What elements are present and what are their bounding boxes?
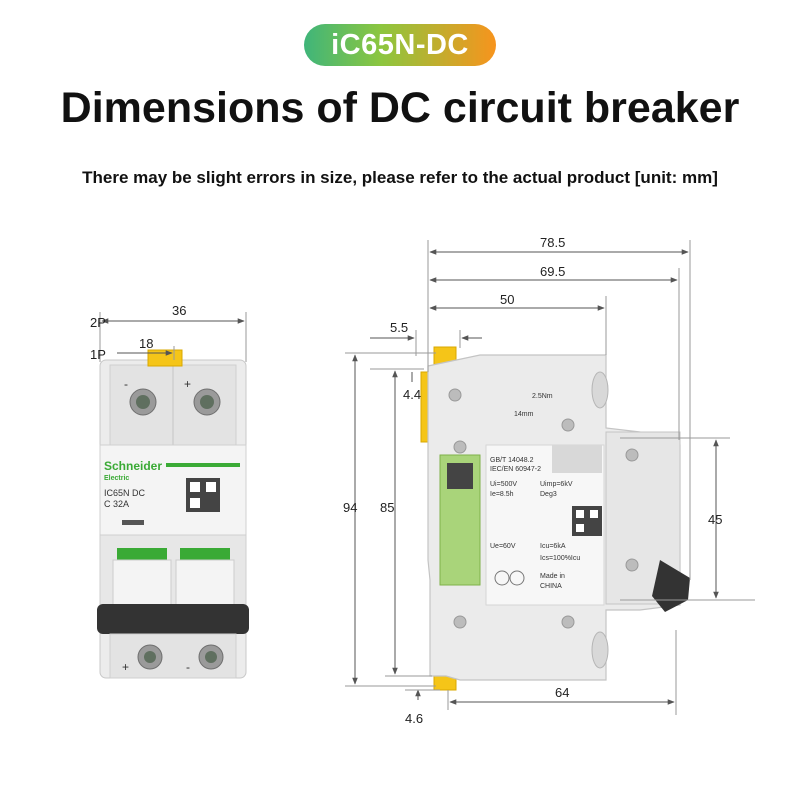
minus-sign: - bbox=[124, 377, 128, 391]
dim-2p-value: 36 bbox=[172, 303, 186, 318]
dim-offset: 5.5 bbox=[390, 320, 408, 335]
dim-top-offset: 4.4 bbox=[403, 387, 421, 402]
svg-text:Ie=8.5h: Ie=8.5h bbox=[490, 491, 514, 498]
dim-1p-label: 1P bbox=[90, 347, 106, 362]
side-qr-small bbox=[447, 463, 473, 489]
dim-total-height: 94 bbox=[343, 500, 357, 515]
dim-2p-label: 2P bbox=[90, 315, 106, 330]
side-view: 2.5Nm 14mm GB/T 14048.2 IEC/EN 60947-2 U… bbox=[343, 235, 755, 726]
dim-front-height: 45 bbox=[708, 512, 722, 527]
torque-label: 2.5Nm bbox=[532, 393, 553, 400]
svg-text:Deg3: Deg3 bbox=[540, 491, 557, 498]
model-label: IC65N DC bbox=[104, 488, 146, 498]
toggle-lever bbox=[97, 604, 249, 634]
strip-length-label: 14mm bbox=[514, 411, 534, 418]
svg-text:IEC/EN 60947-2: IEC/EN 60947-2 bbox=[490, 466, 541, 473]
svg-text:Made in: Made in bbox=[540, 573, 565, 580]
side-top-terminal bbox=[591, 371, 609, 409]
svg-text:+: + bbox=[122, 660, 129, 674]
side-bottom-terminal bbox=[591, 631, 609, 669]
svg-text:Ue=60V: Ue=60V bbox=[490, 543, 516, 550]
dim-total-depth: 78.5 bbox=[540, 235, 565, 250]
front-view: - + Schneider Electric IC65N DC C 32A + … bbox=[90, 303, 249, 679]
svg-text:CHINA: CHINA bbox=[540, 583, 562, 590]
status-window-left bbox=[117, 548, 167, 560]
brand-sub: Electric bbox=[104, 475, 129, 482]
page-subtitle: There may be slight errors in size, plea… bbox=[82, 168, 718, 187]
product-badge: iC65N-DC bbox=[304, 24, 496, 66]
page-title: Dimensions of DC circuit breaker bbox=[60, 84, 740, 132]
plus-sign: + bbox=[184, 377, 191, 391]
status-window-right bbox=[180, 548, 230, 560]
svg-text:Uimp=6kV: Uimp=6kV bbox=[540, 481, 573, 488]
dim-rail-height: 85 bbox=[380, 500, 394, 515]
dim-bottom-width: 64 bbox=[555, 685, 569, 700]
dim-1p-value: 18 bbox=[139, 336, 153, 351]
dim-bottom-offset: 4.6 bbox=[405, 711, 423, 726]
brand-stripe bbox=[166, 463, 240, 467]
top-din-latch bbox=[147, 349, 183, 367]
svg-text:-: - bbox=[186, 660, 190, 674]
svg-text:GB/T 14048.2: GB/T 14048.2 bbox=[490, 457, 534, 464]
svg-text:Ics=100%Icu: Ics=100%Icu bbox=[540, 555, 580, 562]
svg-text:Ui=500V: Ui=500V bbox=[490, 481, 517, 488]
dim-body-depth: 69.5 bbox=[540, 264, 565, 279]
dim-mid-depth: 50 bbox=[500, 292, 514, 307]
side-toggle-lever bbox=[652, 560, 690, 612]
brand-name: Schneider bbox=[104, 459, 162, 473]
svg-text:Icu=6kA: Icu=6kA bbox=[540, 543, 566, 550]
rating-label: C 32A bbox=[104, 499, 129, 509]
